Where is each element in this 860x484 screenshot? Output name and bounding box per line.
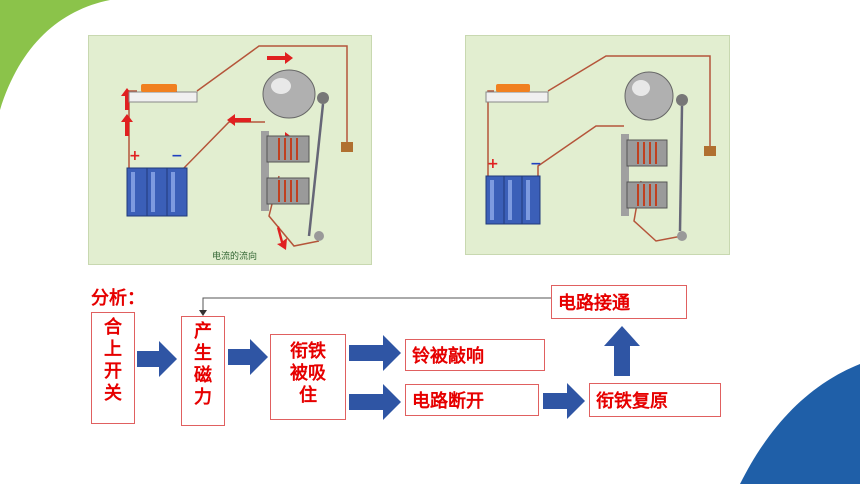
plus-label: + <box>129 148 141 164</box>
feedback-line <box>199 297 551 316</box>
corner-decoration-green <box>0 0 110 110</box>
step-char: 力 <box>194 387 212 408</box>
diagram-caption: 电流的流向 <box>212 252 258 262</box>
step-close-switch: 合 上 开 关 <box>91 312 135 424</box>
corner-decoration-blue <box>740 364 860 484</box>
flow-arrow-right <box>349 335 401 371</box>
step-char: 磁 <box>194 365 212 386</box>
electric-bell-diagram: + − <box>465 35 730 255</box>
step-char: 上 <box>104 339 122 360</box>
flow-arrow-right <box>349 384 401 420</box>
step-circuit-connected: 电路接通 <box>551 285 687 319</box>
step-char: 关 <box>104 383 122 404</box>
step-line: 被吸 <box>290 363 326 384</box>
step-char: 开 <box>104 361 122 382</box>
step-armature-restored: 衔铁复原 <box>589 383 721 417</box>
step-produce-magnetism: 产 生 磁 力 <box>181 316 225 426</box>
step-char: 生 <box>194 343 212 364</box>
step-line: 衔铁 <box>290 341 326 362</box>
minus-label: − <box>171 148 183 164</box>
step-bell-struck: 铃被敲响 <box>405 339 545 371</box>
step-circuit-broken: 电路断开 <box>405 384 539 416</box>
step-armature-attracted: 衔铁 被吸 住 <box>270 334 346 420</box>
step-line: 住 <box>299 385 317 406</box>
step-char: 产 <box>194 321 212 342</box>
minus-label: − <box>530 156 542 172</box>
electric-bell-diagram-current: + − 电流的流向 <box>88 35 372 265</box>
flow-arrow-right <box>228 339 268 375</box>
flow-arrow-right <box>543 383 585 419</box>
flow-arrow-up <box>604 326 640 376</box>
plus-label: + <box>487 156 499 172</box>
analysis-heading: 分析： <box>91 288 145 309</box>
flow-arrow-right <box>137 341 177 377</box>
step-char: 合 <box>104 317 122 338</box>
